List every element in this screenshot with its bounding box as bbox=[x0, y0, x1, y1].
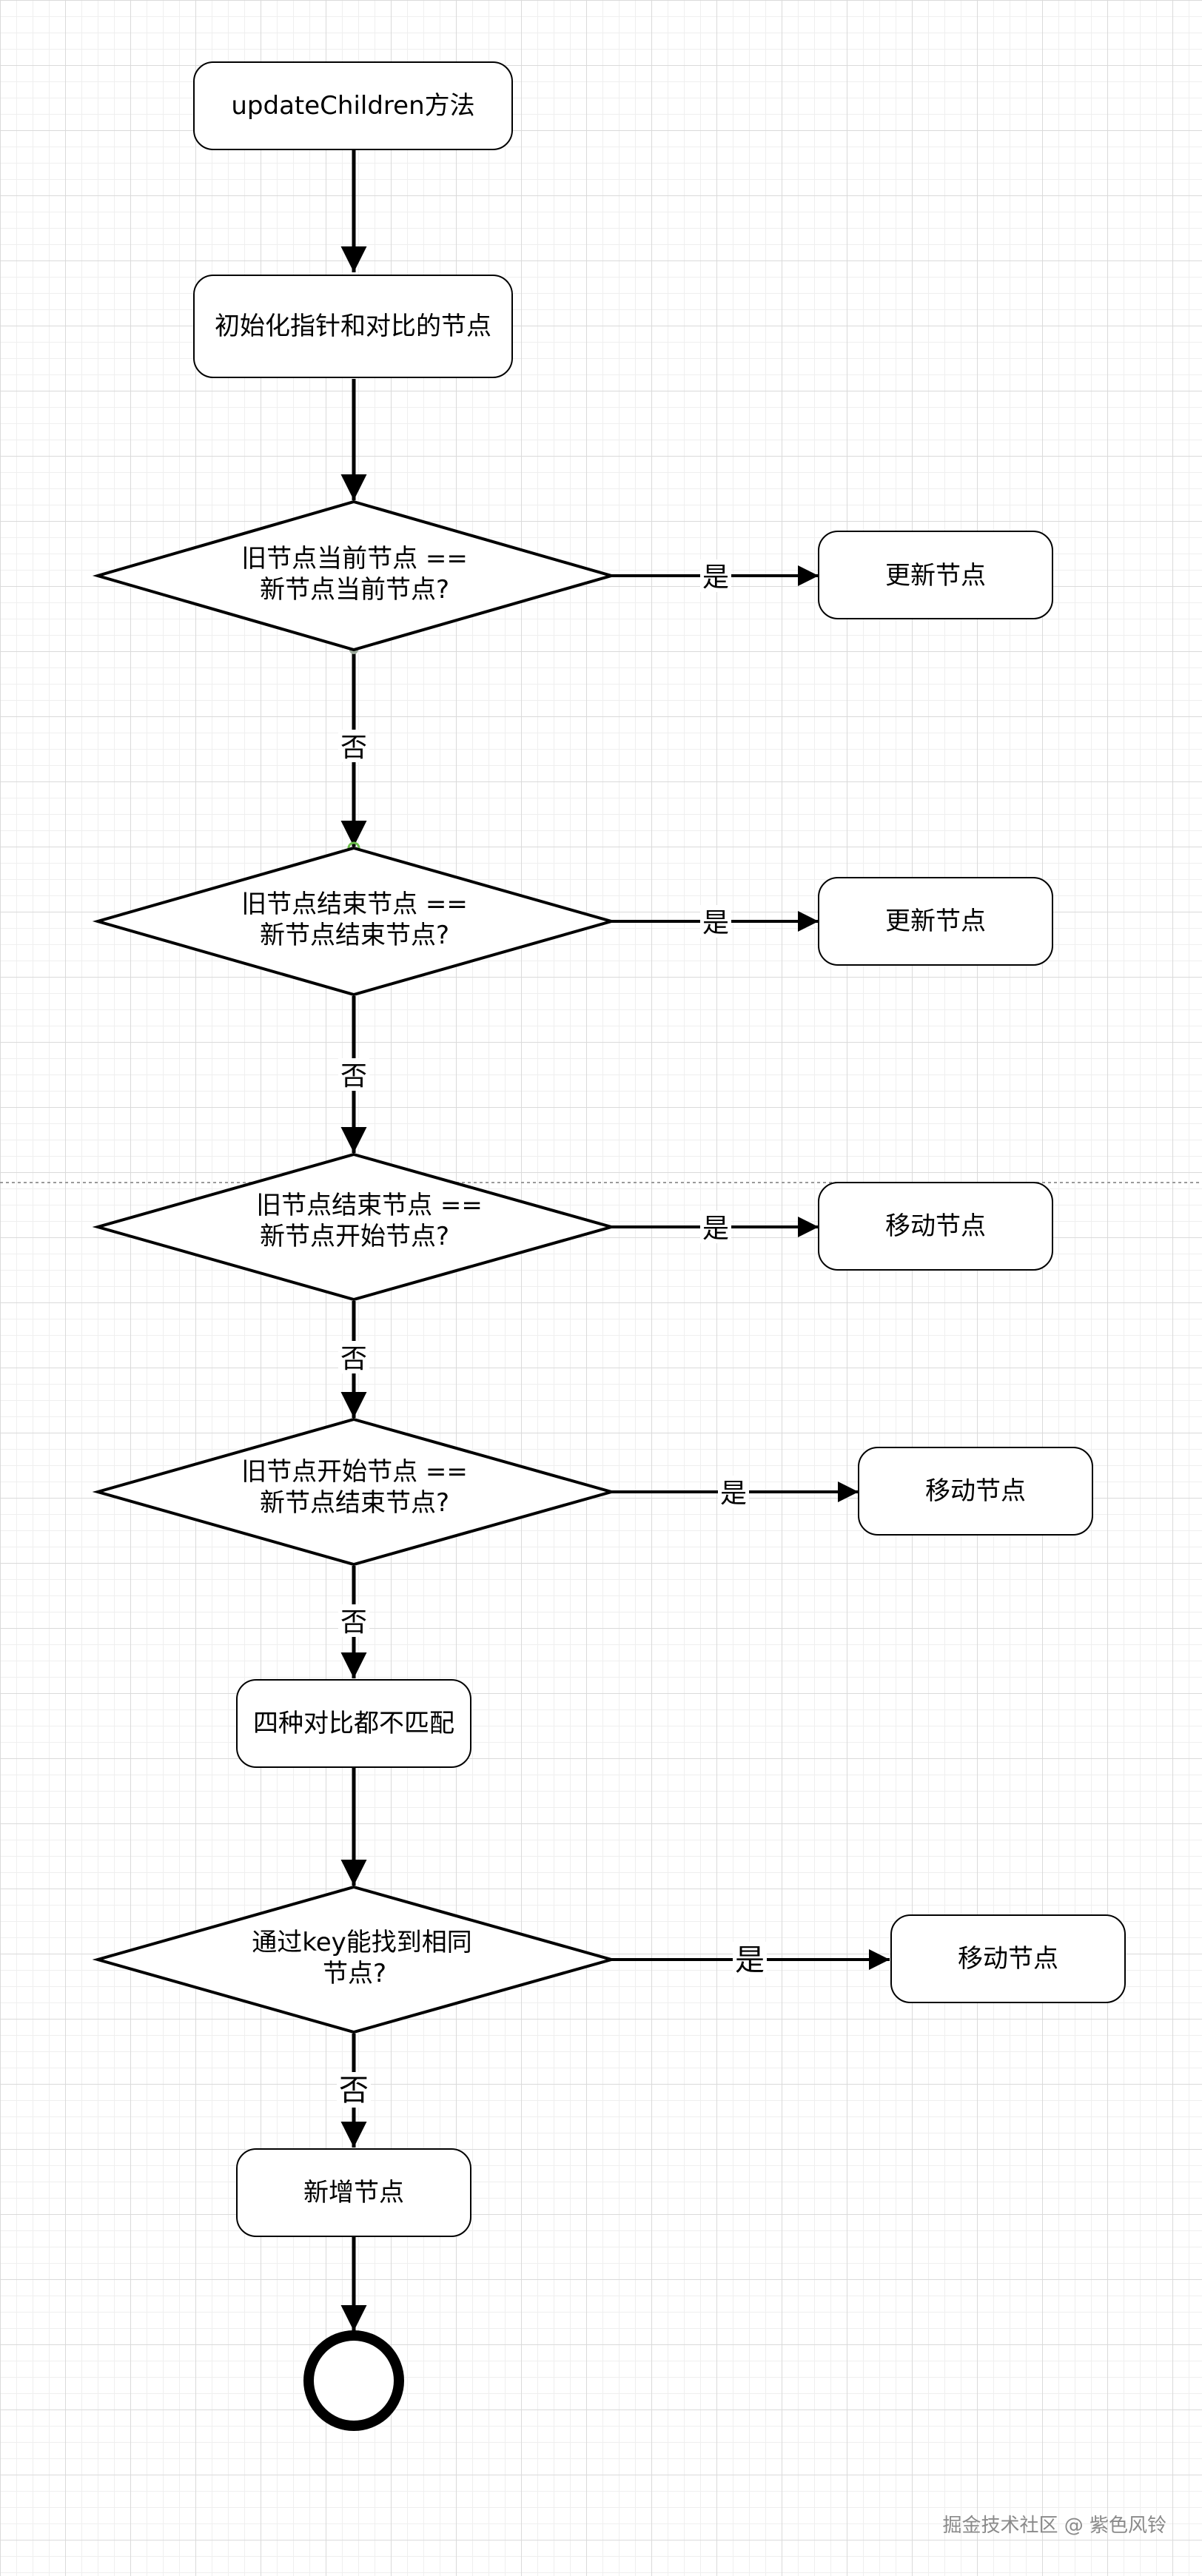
update-node-2[interactable]: 更新节点 bbox=[818, 877, 1053, 966]
decision-node-2[interactable]: 旧节点结束节点 == 新节点结束节点? bbox=[92, 846, 617, 997]
svg-text:新节点结束节点?: 新节点结束节点? bbox=[260, 921, 449, 950]
svg-text:新节点开始节点?: 新节点开始节点? bbox=[260, 1222, 449, 1251]
svg-text:否: 否 bbox=[340, 1061, 367, 1092]
svg-text:否: 否 bbox=[339, 2074, 369, 2108]
svg-text:初始化指针和对比的节点: 初始化指针和对比的节点 bbox=[215, 312, 491, 341]
watermark: 掘金技术社区 @ 紫色风铃 bbox=[942, 2515, 1166, 2537]
decision-node-4[interactable]: 旧节点开始节点 == 新节点结束节点? bbox=[92, 1417, 617, 1567]
no-match-node[interactable]: 四种对比都不匹配 bbox=[236, 1679, 471, 1768]
edge-label-no-1: 否 bbox=[338, 730, 369, 763]
svg-text:旧节点结束节点 ==: 旧节点结束节点 == bbox=[241, 890, 468, 919]
svg-text:是: 是 bbox=[702, 908, 729, 938]
svg-text:updateChildren方法: updateChildren方法 bbox=[231, 91, 474, 121]
update-node-1[interactable]: 更新节点 bbox=[818, 531, 1053, 619]
end-node[interactable] bbox=[303, 2330, 404, 2431]
svg-text:旧节点当前节点 ==: 旧节点当前节点 == bbox=[241, 544, 468, 574]
edge-label-yes-2: 是 bbox=[700, 905, 731, 938]
start-node[interactable]: updateChildren方法 bbox=[193, 61, 513, 150]
edge-label-yes-1: 是 bbox=[700, 559, 731, 593]
svg-text:旧节点开始节点 ==: 旧节点开始节点 == bbox=[241, 1457, 468, 1487]
move-node-3[interactable]: 移动节点 bbox=[818, 1182, 1053, 1271]
move-node-4[interactable]: 移动节点 bbox=[858, 1447, 1093, 1536]
svg-text:是: 是 bbox=[702, 562, 729, 593]
svg-text:是: 是 bbox=[720, 1479, 747, 1509]
edge-label-yes-3: 是 bbox=[700, 1211, 731, 1244]
svg-text:新节点结束节点?: 新节点结束节点? bbox=[260, 1488, 449, 1518]
svg-text:是: 是 bbox=[735, 1943, 765, 1977]
decision-node-5[interactable]: 通过key能找到相同 节点? bbox=[92, 1885, 617, 2034]
svg-text:旧节点结束节点 ==: 旧节点结束节点 == bbox=[256, 1191, 483, 1220]
svg-text:新节点当前节点?: 新节点当前节点? bbox=[260, 575, 449, 605]
svg-text:移动节点: 移动节点 bbox=[925, 1476, 1026, 1506]
edge-label-no-2: 否 bbox=[338, 1058, 369, 1092]
decision-node-1[interactable]: 旧节点当前节点 == 新节点当前节点? bbox=[92, 500, 617, 652]
edge-label-yes-5: 是 bbox=[733, 1942, 767, 1977]
edge-label-no-5: 否 bbox=[337, 2072, 371, 2108]
svg-text:新增节点: 新增节点 bbox=[303, 2178, 404, 2207]
svg-text:是: 是 bbox=[702, 1214, 729, 1244]
edge-label-no-4: 否 bbox=[338, 1604, 369, 1638]
svg-text:移动节点: 移动节点 bbox=[885, 1211, 986, 1241]
add-node[interactable]: 新增节点 bbox=[236, 2148, 471, 2237]
svg-text:否: 否 bbox=[340, 1607, 367, 1638]
edge-label-no-3: 否 bbox=[338, 1341, 369, 1374]
svg-text:移动节点: 移动节点 bbox=[958, 1944, 1058, 1974]
svg-text:四种对比都不匹配: 四种对比都不匹配 bbox=[253, 1709, 454, 1738]
svg-text:否: 否 bbox=[340, 1344, 367, 1374]
edge-label-yes-4: 是 bbox=[718, 1476, 749, 1509]
move-node-5[interactable]: 移动节点 bbox=[890, 1914, 1126, 2003]
decision-node-3[interactable]: 旧节点结束节点 == 新节点开始节点? bbox=[92, 1152, 617, 1302]
svg-text:通过key能找到相同: 通过key能找到相同 bbox=[252, 1928, 472, 1957]
svg-text:更新节点: 更新节点 bbox=[885, 907, 986, 936]
svg-text:更新节点: 更新节点 bbox=[885, 561, 986, 591]
svg-text:节点?: 节点? bbox=[323, 1959, 386, 1988]
svg-text:否: 否 bbox=[340, 733, 367, 763]
init-node[interactable]: 初始化指针和对比的节点 bbox=[193, 275, 513, 378]
